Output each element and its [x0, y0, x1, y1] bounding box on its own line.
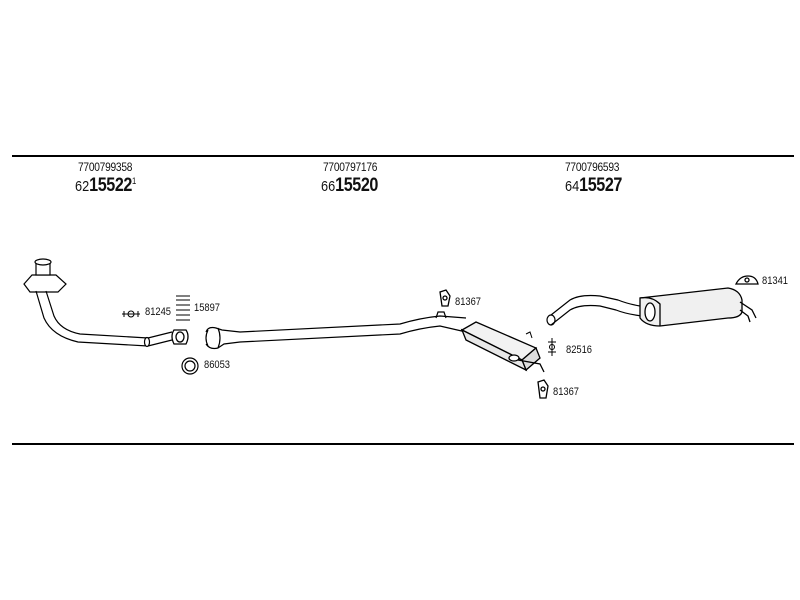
hanger-icon-rear [734, 275, 759, 285]
intermediate-pipe [205, 311, 467, 350]
hanger-icon-lower [537, 379, 549, 399]
part-main: 15520 [335, 175, 378, 196]
callout-hanger-middle: 81367 [455, 296, 482, 308]
part-number-middle-silencer: 6615520 [321, 175, 378, 197]
clamp-icon-rear [525, 331, 556, 356]
rear-silencer [639, 287, 757, 327]
rear-pipe [546, 294, 643, 326]
middle-silencer [460, 321, 545, 373]
part-prefix: 62 [75, 178, 90, 195]
callout-hanger-lower: 81367 [553, 386, 580, 398]
part-number-rear-silencer: 6415527 [565, 175, 622, 197]
bottom-divider [12, 443, 794, 445]
part-number-front-pipe: 62155221 [75, 175, 136, 197]
part-suffix: 1 [131, 176, 137, 186]
part-main: 15522 [89, 175, 132, 196]
part-prefix: 66 [321, 178, 336, 195]
callout-seal-ring: 86053 [204, 359, 231, 371]
front-pipe [23, 258, 173, 348]
seal-ring-icon [181, 357, 199, 375]
part-prefix: 64 [565, 178, 580, 195]
callout-hanger-rear: 81341 [762, 275, 789, 287]
flange-connector-icon [171, 329, 189, 345]
gasket-stack-icon [176, 295, 190, 321]
hanger-icon-upper [439, 289, 451, 307]
callout-clamp-rear: 82516 [566, 344, 593, 356]
callout-clamp: 81245 [145, 306, 172, 318]
callout-gasket-stack: 15897 [194, 302, 221, 314]
top-divider [12, 155, 794, 157]
oem-number-middle-silencer: 7700797176 [323, 160, 378, 174]
oem-number-rear-silencer: 7700796593 [565, 160, 620, 174]
oem-number-front-pipe: 7700799358 [78, 160, 133, 174]
part-main: 15527 [579, 175, 622, 196]
clamp-icon [122, 310, 140, 318]
